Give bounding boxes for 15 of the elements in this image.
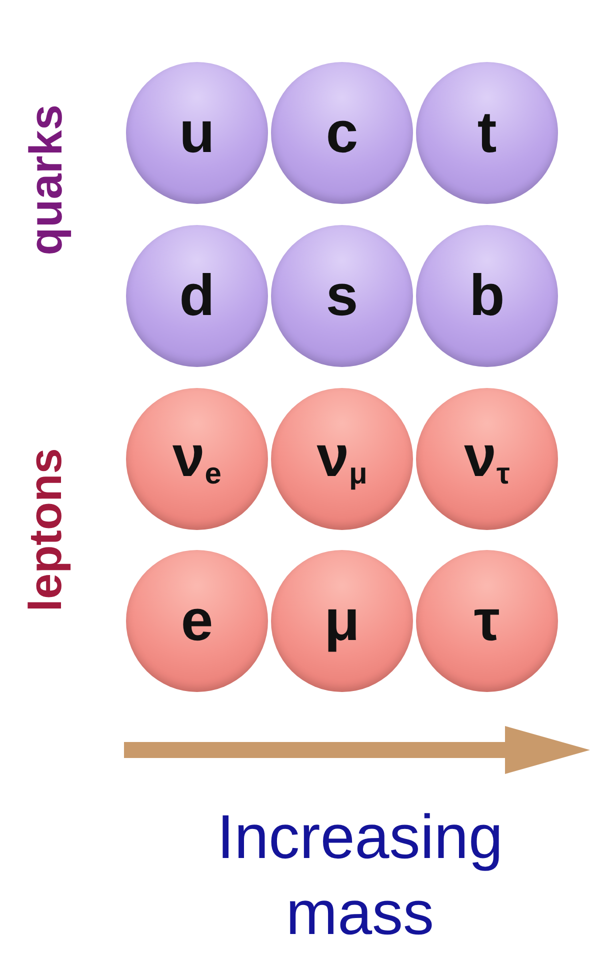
group-label: quarks [18,104,72,256]
particle-symbol: τ [474,592,500,650]
particle-symbol: b [469,267,505,325]
group-label: leptons [18,448,72,612]
particle-symbol: s [326,267,358,325]
particle-symbol: c [326,104,358,162]
particle-symbol: ν$_{τ}$ [464,428,510,490]
particle-symbol: ν$_{e}$ [172,428,222,490]
particle-symbol: u [179,104,215,162]
particle-symbol: e [180,592,214,650]
particle-symbol: d [179,267,215,325]
particle-symbol: t [477,104,497,162]
particle-symbol: μ [324,592,360,650]
axis-caption: Increasing mass [216,802,504,950]
particle-symbol: ν$_{μ}$ [316,428,368,490]
